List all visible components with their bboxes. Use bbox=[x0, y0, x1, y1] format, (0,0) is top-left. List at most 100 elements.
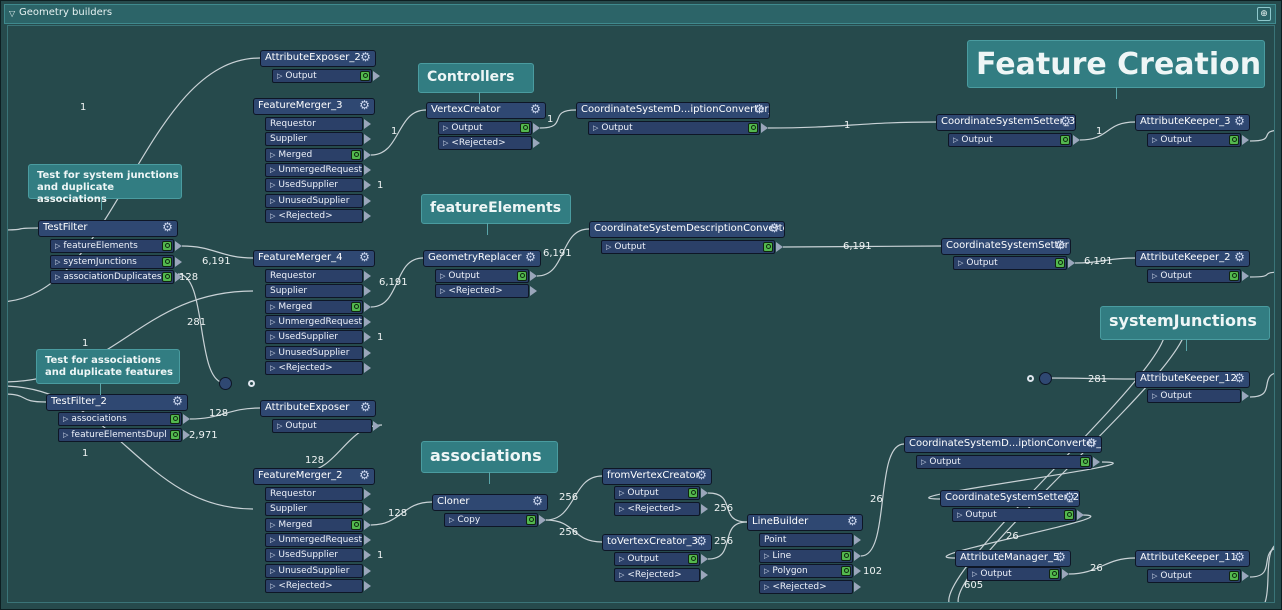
transformer-title[interactable]: AttributeManager_5 bbox=[955, 550, 1071, 567]
inspect-icon[interactable] bbox=[748, 123, 758, 133]
transformer-title[interactable]: AttributeKeeper_2 bbox=[1135, 250, 1250, 267]
gear-icon[interactable]: ⚙ bbox=[162, 220, 173, 234]
gear-icon[interactable]: ⚙ bbox=[525, 250, 536, 264]
transformer-title[interactable]: CoordinateSystemD...iptionConverter_2 bbox=[904, 436, 1102, 453]
port-supplier[interactable]: Supplier bbox=[265, 284, 363, 298]
gear-icon[interactable]: ⚙ bbox=[1234, 371, 1245, 385]
gear-icon[interactable]: ⚙ bbox=[530, 102, 541, 116]
port-output[interactable]: ▷Output bbox=[1147, 133, 1241, 147]
port-unmergedrequestor[interactable]: ▷UnmergedRequestor bbox=[265, 533, 363, 547]
connection-wire[interactable] bbox=[707, 521, 748, 560]
gear-icon[interactable]: ⚙ bbox=[754, 102, 765, 116]
transformer-title[interactable]: toVertexCreator_3 bbox=[602, 534, 712, 551]
inspect-icon[interactable] bbox=[162, 272, 172, 282]
port-output[interactable]: ▷Output bbox=[614, 552, 700, 566]
connection-wire[interactable] bbox=[1252, 542, 1275, 603]
transformer-title[interactable]: AttributeExposer bbox=[260, 400, 376, 417]
connection-wire[interactable] bbox=[8, 227, 39, 231]
transformer-title[interactable]: VertexCreator bbox=[426, 102, 546, 119]
port-requestor[interactable]: Requestor bbox=[265, 487, 363, 501]
transformer-title[interactable]: AttributeKeeper_3 bbox=[1135, 114, 1250, 131]
inspect-icon[interactable] bbox=[1064, 510, 1074, 520]
connection-wire[interactable] bbox=[370, 501, 433, 526]
connection-wire[interactable] bbox=[370, 257, 424, 308]
transformer-title[interactable]: FeatureMerger_2 bbox=[253, 468, 375, 485]
port-output[interactable]: ▷Output bbox=[614, 486, 700, 500]
connection-wire[interactable] bbox=[1249, 547, 1275, 578]
port-featureelementsdupl[interactable]: ▷featureElementsDupl bbox=[58, 428, 182, 442]
transformer-title[interactable]: CoordinateSystemSetter_3 bbox=[936, 114, 1076, 131]
port-supplier[interactable]: Supplier bbox=[265, 502, 363, 516]
connection-wire[interactable] bbox=[1074, 257, 1136, 264]
port-merged[interactable]: ▷Merged bbox=[265, 518, 363, 532]
annotation-test-system-junctions[interactable]: Test for system junctions and duplicate … bbox=[28, 164, 182, 210]
gear-icon[interactable]: ⚙ bbox=[1234, 250, 1245, 264]
inspect-icon[interactable] bbox=[841, 566, 851, 576]
connection-wire[interactable] bbox=[860, 443, 905, 557]
port-featureelements[interactable]: ▷featureElements bbox=[50, 239, 174, 253]
annotation-associations[interactable]: associations bbox=[421, 441, 558, 484]
junction-node[interactable] bbox=[1039, 372, 1052, 385]
port-polygon[interactable]: ▷Polygon bbox=[759, 564, 853, 578]
inspect-icon[interactable] bbox=[351, 520, 361, 530]
inspect-icon[interactable] bbox=[763, 242, 773, 252]
port-requestor[interactable]: Requestor bbox=[265, 269, 363, 283]
gear-icon[interactable]: ⚙ bbox=[359, 468, 370, 482]
connection-wire[interactable] bbox=[177, 273, 226, 384]
port-usedsupplier[interactable]: ▷UsedSupplier bbox=[265, 330, 363, 344]
inspect-icon[interactable] bbox=[1080, 457, 1090, 467]
port-line[interactable]: ▷Line bbox=[759, 549, 853, 563]
gear-icon[interactable]: ⚙ bbox=[1055, 550, 1066, 564]
gear-icon[interactable]: ⚙ bbox=[1234, 114, 1245, 128]
port-output[interactable]: ▷Output bbox=[601, 240, 775, 254]
connection-wire[interactable] bbox=[545, 475, 603, 521]
expand-icon[interactable]: ⊕ bbox=[1257, 7, 1271, 21]
triangle-down-icon[interactable]: ▽ bbox=[9, 9, 16, 18]
port-output[interactable]: ▷Output bbox=[1147, 269, 1241, 283]
inspect-icon[interactable] bbox=[841, 551, 851, 561]
inspect-icon[interactable] bbox=[1229, 135, 1239, 145]
gear-icon[interactable]: ⚙ bbox=[360, 50, 371, 64]
transformer-title[interactable]: LineBuilder bbox=[747, 514, 863, 531]
connection-wire[interactable] bbox=[545, 519, 603, 543]
port-rejected[interactable]: ▷<Rejected> bbox=[265, 361, 363, 375]
gear-icon[interactable]: ⚙ bbox=[172, 394, 183, 408]
transformer-title[interactable]: TestFilter bbox=[38, 220, 178, 237]
inspect-icon[interactable] bbox=[1229, 571, 1239, 581]
port-supplier[interactable]: Supplier bbox=[265, 132, 363, 146]
connection-wire[interactable] bbox=[8, 385, 254, 510]
port-output[interactable]: ▷Output bbox=[967, 567, 1061, 581]
inspect-icon[interactable] bbox=[520, 123, 530, 133]
transformer-title[interactable]: GeometryReplacer bbox=[423, 250, 541, 267]
port-output[interactable]: ▷Output bbox=[435, 269, 529, 283]
port-output[interactable]: ▷Output bbox=[953, 256, 1067, 270]
port-rejected[interactable]: ▷<Rejected> bbox=[614, 502, 700, 516]
gear-icon[interactable]: ⚙ bbox=[696, 468, 707, 482]
gear-icon[interactable]: ⚙ bbox=[1234, 550, 1245, 564]
gear-icon[interactable]: ⚙ bbox=[696, 534, 707, 548]
transformer-title[interactable]: CoordinateSystemSetter bbox=[941, 238, 1071, 255]
gear-icon[interactable]: ⚙ bbox=[847, 514, 858, 528]
port-associationduplicates[interactable]: ▷associationDuplicates bbox=[50, 270, 174, 284]
inspect-icon[interactable] bbox=[351, 150, 361, 160]
connection-wire[interactable] bbox=[1249, 130, 1275, 142]
transformer-title[interactable]: AttributeKeeper_11 bbox=[1135, 550, 1250, 567]
inspect-icon[interactable] bbox=[1229, 271, 1239, 281]
connection-wire[interactable] bbox=[928, 461, 1114, 500]
port-rejected[interactable]: ▷<Rejected> bbox=[435, 284, 529, 298]
port-unmergedrequestor[interactable]: ▷UnmergedRequestor bbox=[265, 315, 363, 329]
gear-icon[interactable]: ⚙ bbox=[359, 250, 370, 264]
gear-icon[interactable]: ⚙ bbox=[1086, 436, 1097, 450]
transformer-title[interactable]: CoordinateSystemDescriptionConverter bbox=[589, 221, 785, 238]
port-usedsupplier[interactable]: ▷UsedSupplier bbox=[265, 548, 363, 562]
gear-icon[interactable]: ⚙ bbox=[1060, 114, 1071, 128]
port-rejected[interactable]: ▷<Rejected> bbox=[614, 568, 700, 582]
inspect-icon[interactable] bbox=[1055, 258, 1065, 268]
connection-wire[interactable] bbox=[1249, 271, 1275, 278]
gear-icon[interactable]: ⚙ bbox=[1055, 238, 1066, 252]
inspect-icon[interactable] bbox=[517, 271, 527, 281]
connection-wire[interactable] bbox=[189, 407, 261, 420]
transformer-title[interactable]: TestFilter_2 bbox=[46, 394, 188, 411]
inspect-icon[interactable] bbox=[162, 257, 172, 267]
connection-wire[interactable] bbox=[1044, 377, 1136, 380]
